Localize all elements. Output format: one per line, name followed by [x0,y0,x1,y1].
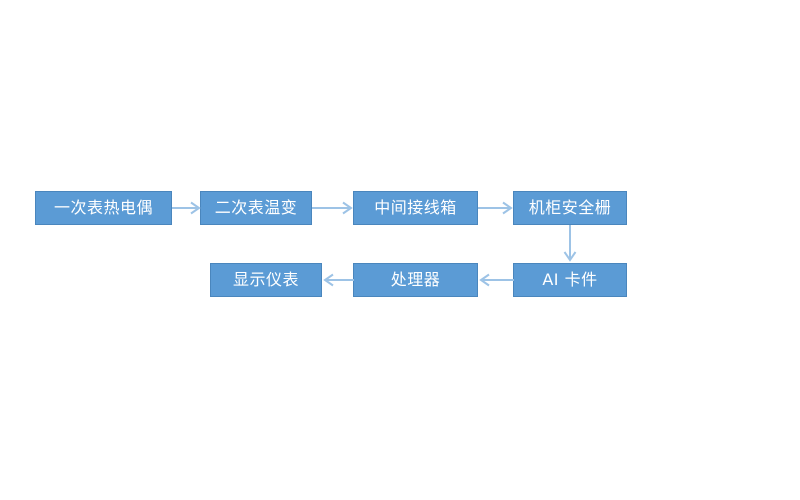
arrow-ai-card-to-processor [478,272,514,288]
arrow-processor-to-display [322,272,354,288]
node-label: AI 卡件 [542,270,598,289]
arrow-secondary-to-junction [312,200,354,216]
node-ai-card[interactable]: AI 卡件 [513,263,627,297]
node-label: 显示仪表 [232,270,299,289]
node-display-instrument[interactable]: 显示仪表 [210,263,322,297]
arrow-junction-to-barrier [478,200,514,216]
node-label: 一次表热电偶 [53,198,153,217]
node-junction-box[interactable]: 中间接线箱 [353,191,478,225]
node-secondary-transmitter[interactable]: 二次表温变 [200,191,312,225]
node-label: 处理器 [390,270,441,289]
node-cabinet-safety-barrier[interactable]: 机柜安全栅 [513,191,627,225]
node-label: 二次表温变 [214,198,298,217]
arrow-barrier-to-ai-card [562,225,578,264]
node-label: 中间接线箱 [374,198,457,217]
arrow-primary-to-secondary [172,200,202,216]
node-label: 机柜安全栅 [528,198,612,217]
node-primary-thermocouple[interactable]: 一次表热电偶 [35,191,172,225]
node-processor[interactable]: 处理器 [353,263,478,297]
